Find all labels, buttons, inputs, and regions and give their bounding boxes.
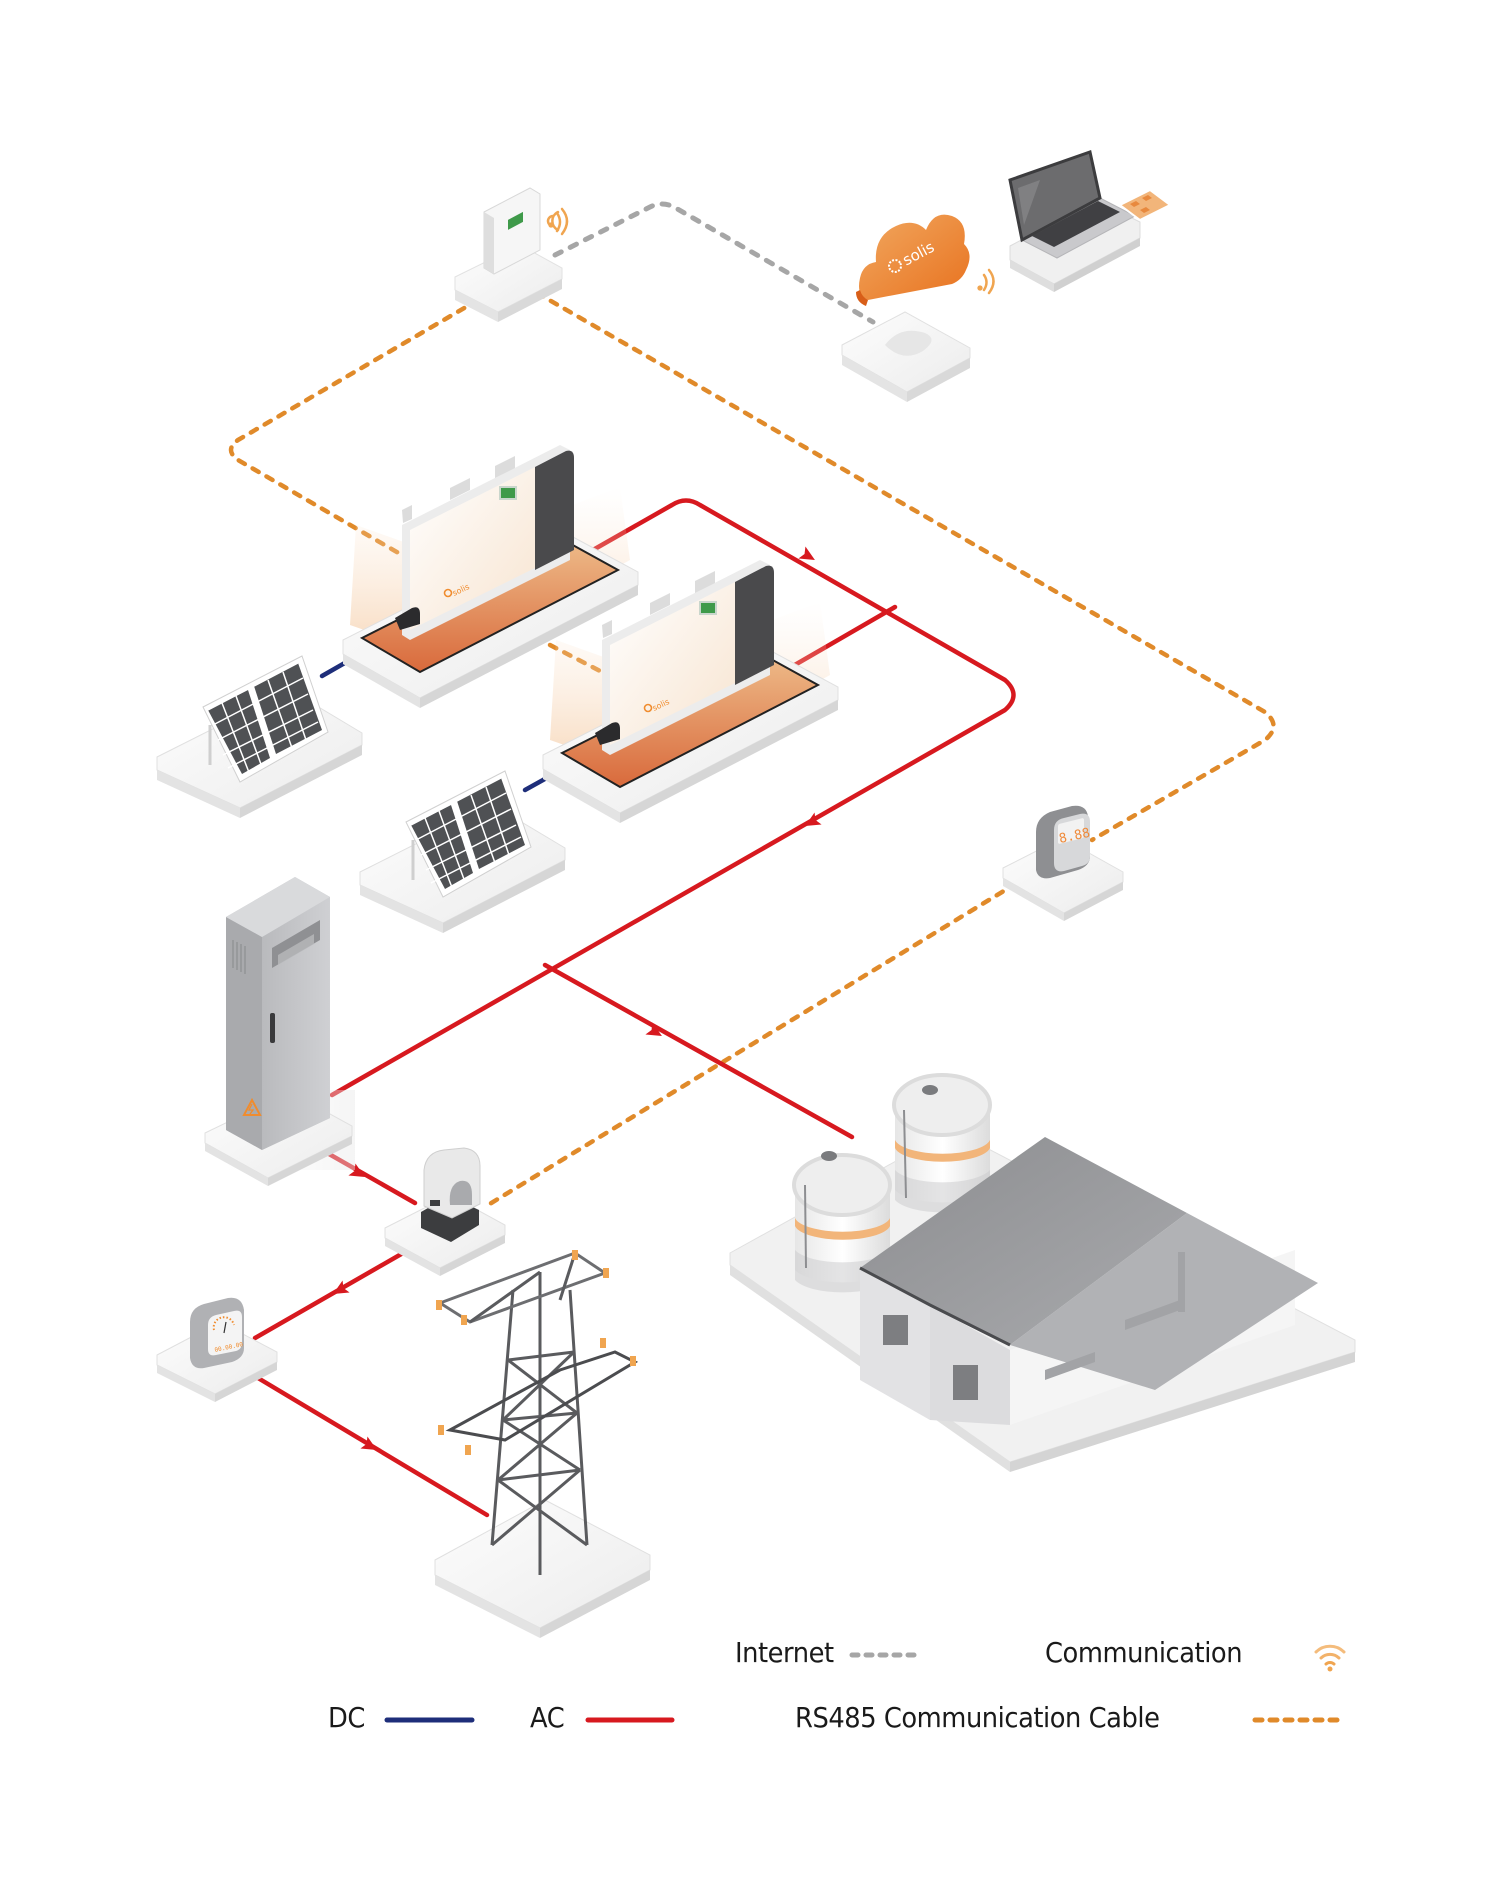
phone-icon <box>1118 188 1172 222</box>
inverter-2-display <box>699 601 717 615</box>
ac-flow-arrow-icon <box>798 546 815 560</box>
insulator-icons <box>436 1250 636 1455</box>
router <box>841 311 971 402</box>
inverter-2: solis <box>542 560 839 823</box>
connection-lines <box>228 201 1276 1518</box>
smart-meter-display: 8.88 <box>1058 826 1092 847</box>
rs485-line-datalogger-inverter <box>228 297 481 558</box>
factory-building <box>859 1137 1318 1425</box>
storage-tank-1 <box>792 1151 892 1293</box>
ac-distribution-cabinet <box>204 877 355 1186</box>
factory <box>729 1073 1356 1472</box>
ac-flow-arrow-icon <box>360 1436 377 1450</box>
high-voltage-warning-icon <box>242 1097 262 1116</box>
ac-flow-arrow-icon <box>645 1022 662 1036</box>
solar-panel-2 <box>359 770 566 933</box>
ac-flow-arrow-icon <box>348 1163 365 1177</box>
ac-flow-arrow-icon <box>333 1280 350 1294</box>
wifi-icon <box>1314 1644 1346 1672</box>
ac-flow-arrow-icon <box>805 812 822 826</box>
legend-dc-label: DC <box>328 1701 365 1734</box>
current-transformer <box>384 1147 506 1276</box>
solis-logo-icon <box>643 703 653 713</box>
datalogger-display <box>508 211 523 230</box>
utility-meter: 00.00.00 <box>156 1297 278 1402</box>
legend-ac-label: AC <box>530 1701 565 1734</box>
wifi-signal-icon <box>546 207 569 236</box>
smart-meter: 8.88 <box>1002 805 1124 921</box>
ac-line-inverter1 <box>329 498 1016 1098</box>
gauge-icon <box>212 1316 235 1331</box>
legend-communication-label: Communication <box>1045 1636 1243 1669</box>
cloud-icon: solis <box>856 214 995 306</box>
rs485-line-datalogger-meter <box>534 290 1276 843</box>
wifi-signal-icon <box>977 268 995 295</box>
laptop-icon <box>1008 150 1172 292</box>
internet-line <box>552 201 876 325</box>
solis-logo-icon <box>443 588 453 598</box>
inverter-1: solis <box>342 445 639 708</box>
ac-line-to-factory <box>542 962 855 1140</box>
legend-internet-label: Internet <box>735 1636 834 1669</box>
rs485-line-meter-ct <box>485 872 1033 1208</box>
solis-logo-icon <box>888 259 902 273</box>
inverter-1-display <box>499 486 517 500</box>
datalogger <box>454 187 569 322</box>
storage-tank-2 <box>892 1073 992 1213</box>
solar-panel-1 <box>156 655 363 818</box>
legend <box>384 1644 1346 1723</box>
transmission-tower <box>434 1250 651 1638</box>
legend-rs485-label: RS485 Communication Cable <box>795 1701 1160 1734</box>
